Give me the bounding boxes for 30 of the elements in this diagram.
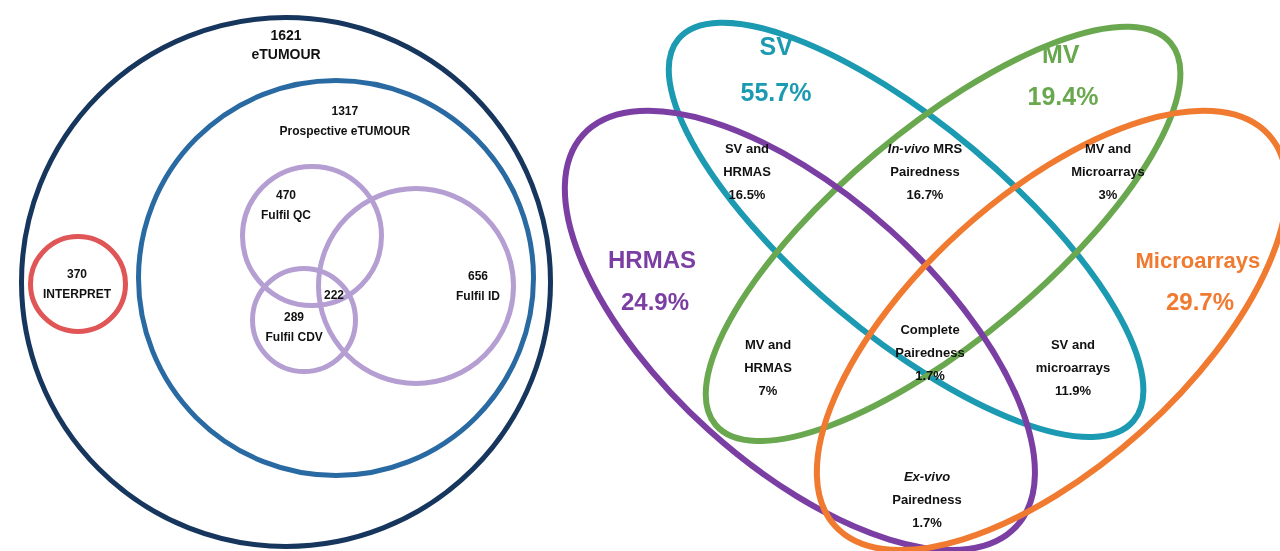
- set-label: Microarrays: [1135, 248, 1261, 274]
- intersection-label: In-vivo MRS Pairedness 16.7%: [886, 140, 964, 204]
- count-label: 1317: [331, 105, 359, 119]
- venn-circle: [240, 164, 384, 308]
- set-label: Fulfil CDV: [265, 331, 323, 345]
- set-label: Fulfil QC: [261, 209, 311, 223]
- venn-circle: [250, 266, 358, 374]
- percentage-label: 29.7%: [1166, 288, 1235, 316]
- count-label: 289: [284, 311, 305, 325]
- set-label: HRMAS: [608, 246, 696, 274]
- set-label: Prospective eTUMOUR: [279, 125, 411, 139]
- count-label: 656: [468, 270, 489, 284]
- set-label: SV: [759, 32, 793, 61]
- count-label: 222: [323, 287, 345, 304]
- set-label: eTUMOUR: [251, 46, 321, 63]
- venn-circle: [19, 15, 553, 549]
- venn-circle: [28, 234, 128, 334]
- venn-circle: [136, 78, 536, 478]
- count-label: 470: [276, 189, 297, 203]
- set-label: INTERPRET: [43, 288, 111, 302]
- intersection-label: Ex-vivo Pairedness 1.7%: [891, 468, 963, 532]
- percentage-label: 19.4%: [1027, 82, 1099, 111]
- set-label: Fulfil ID: [456, 290, 500, 304]
- intersection-label: SV and microarrays 11.9%: [1034, 336, 1112, 400]
- percentage-label: 24.9%: [621, 288, 690, 316]
- count-label: 370: [67, 268, 88, 282]
- intersection-label: MV and HRMAS 7%: [743, 336, 793, 400]
- count-label: 1621: [270, 27, 302, 44]
- intersection-label: SV and HRMAS 16.5%: [722, 140, 772, 204]
- percentage-label: 55.7%: [740, 78, 812, 107]
